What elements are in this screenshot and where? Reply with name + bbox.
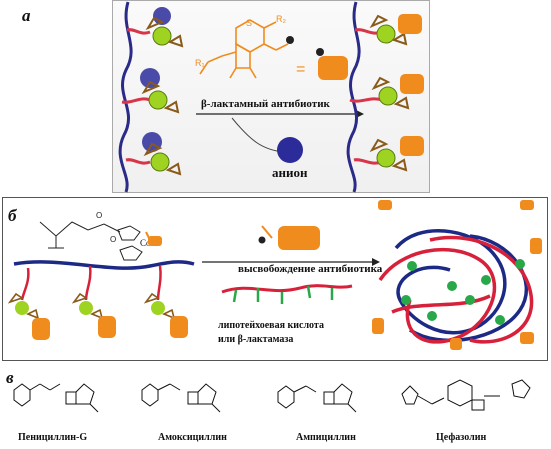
svg-text:O: O [96,211,102,220]
linker-left-3 [125,158,151,165]
panel-a-label: а [22,6,31,25]
linker-left-2 [121,97,151,104]
svg-text:S: S [246,18,252,28]
host-guest-right-1 [369,14,422,46]
cobalt-label: Co⁺ [140,238,156,248]
monomer-structure [39,221,121,249]
drug-name-amoxicillin: Амоксициллин [158,432,227,443]
teichoic-acid-chain [221,284,353,294]
pendant-group-1 [7,292,50,340]
antibiotic-block [318,56,348,80]
substituent-r1: R₁ [195,58,205,68]
polymer-chain-left [118,1,133,193]
panel-b-label: б [8,206,17,225]
pendant-group-2 [71,292,116,338]
linker-left-1 [126,28,151,35]
network-drug-icons [372,200,542,350]
equals-sign: = [296,61,305,78]
linear-polymer [13,260,195,270]
host-guest-left-3 [142,132,182,176]
pendant-group-3 [143,292,188,338]
substituent-r2: R₂ [276,14,286,24]
beta-lactam-structure [199,19,289,79]
panel-c-label: в [6,368,14,387]
cobaltocenium [117,225,143,261]
enzyme-label-line1: липотейхоевая кислота [218,320,324,331]
host-guest-left-2 [140,68,180,114]
host-guest-right-3 [369,136,424,172]
drug-name-penicillin-g: Пенициллин-G [18,432,88,443]
svg-text:O: O [110,235,116,244]
release-label: высвобождение антибиотика [238,263,383,275]
antibiotic-arrow-label: β-лактамный антибиотик [201,98,330,110]
anion-label: анион [272,165,308,180]
structure-amoxicillin [141,383,221,413]
network-nodes [401,259,525,325]
host-guest-left-1 [145,7,184,48]
orange-drug-icon-top [145,231,162,246]
host-guest-right-2 [371,74,424,110]
structure-ampicillin [277,383,357,413]
drug-name-ampicillin: Ампициллин [296,432,356,443]
polymer-network [378,228,534,344]
structure-cefazolin [401,379,531,411]
drug-name-cefazolin: Цефазолин [436,432,487,443]
structure-penicillin-g [13,383,99,413]
anion-sphere [277,137,303,163]
enzyme-label-line2: или β-лактамаза [218,334,294,345]
released-drug-block [278,226,320,250]
